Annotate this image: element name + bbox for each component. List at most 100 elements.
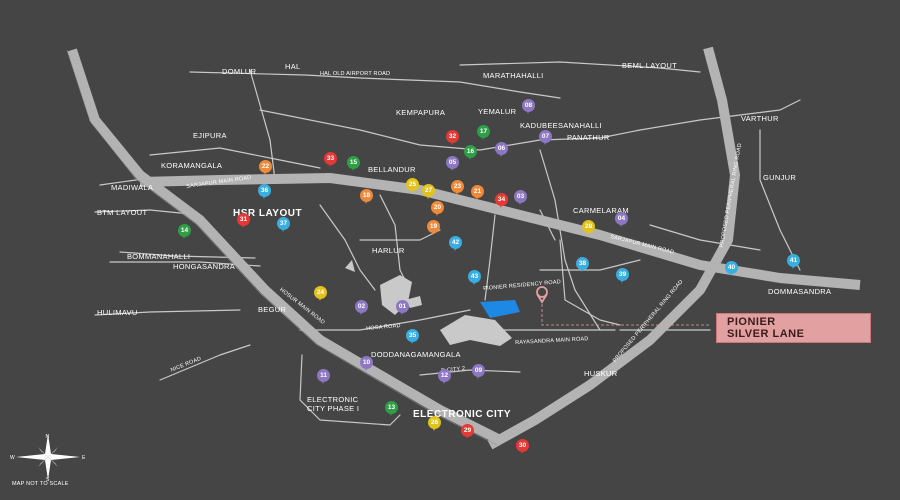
area-label-bommanahalli: BOMMANAHALLI <box>127 252 191 261</box>
map-marker-number: 42 <box>449 236 462 249</box>
map-marker-26[interactable]: 26 <box>428 416 442 434</box>
map-marker-number: 39 <box>616 268 629 281</box>
map-marker-37[interactable]: 37 <box>277 217 291 235</box>
project-leader-line <box>541 304 710 326</box>
map-marker-number: 40 <box>725 261 738 274</box>
map-marker-22[interactable]: 22 <box>259 160 273 178</box>
map-marker-41[interactable]: 41 <box>787 254 801 272</box>
area-label-bellandur: BELLANDUR <box>368 165 416 174</box>
area-label-hulimavu: HULIMAVU <box>97 308 138 317</box>
map-marker-02[interactable]: 02 <box>355 300 369 318</box>
map-marker-number: 33 <box>324 152 337 165</box>
area-label-gunjur: GUNJUR <box>763 173 797 182</box>
map-marker-number: 09 <box>472 364 485 377</box>
map-marker-number: 25 <box>406 178 419 191</box>
map-marker-11[interactable]: 11 <box>317 369 331 387</box>
map-marker-number: 16 <box>464 145 477 158</box>
map-marker-36[interactable]: 36 <box>258 184 272 202</box>
map-marker-06[interactable]: 06 <box>495 142 509 160</box>
map-marker-number: 30 <box>516 439 529 452</box>
map-marker-30[interactable]: 30 <box>516 439 530 457</box>
major-road-edges <box>66 49 498 446</box>
map-marker-number: 13 <box>385 401 398 414</box>
map-marker-10[interactable]: 10 <box>360 356 374 374</box>
map-marker-number: 35 <box>406 329 419 342</box>
map-marker-18[interactable]: 18 <box>360 189 374 207</box>
map-marker-number: 03 <box>514 190 527 203</box>
area-label-marathahalli: MARATHAHALLI <box>483 71 544 80</box>
compass-west: W <box>10 455 15 461</box>
map-marker-05[interactable]: 05 <box>446 156 460 174</box>
map-marker-number: 05 <box>446 156 459 169</box>
map-marker-39[interactable]: 39 <box>616 268 630 286</box>
map-marker-43[interactable]: 43 <box>468 270 482 288</box>
area-label-carmelaram: CARMELARAM <box>573 206 629 215</box>
map-marker-number: 28 <box>582 220 595 233</box>
compass-rose-icon: N E W S <box>8 432 88 487</box>
map-marker-24[interactable]: 24 <box>314 286 328 304</box>
map-marker-08[interactable]: 08 <box>522 99 536 117</box>
map-marker-number: 26 <box>428 416 441 429</box>
map-marker-27[interactable]: 27 <box>422 184 436 202</box>
map-marker-number: 10 <box>360 356 373 369</box>
map-marker-number: 22 <box>259 160 272 173</box>
area-label-begur: BEGUR <box>258 305 287 314</box>
area-label-dommasandra: DOMMASANDRA <box>768 287 832 296</box>
map-marker-19[interactable]: 19 <box>427 220 441 238</box>
area-label-huskur: HUSKUR <box>584 369 618 378</box>
map-marker-number: 02 <box>355 300 368 313</box>
map-marker-07[interactable]: 07 <box>539 130 553 148</box>
map-marker-42[interactable]: 42 <box>449 236 463 254</box>
project-name-line2: SILVER LANE <box>727 328 805 340</box>
map-marker-09[interactable]: 09 <box>472 364 486 382</box>
compass-north: N <box>46 434 50 440</box>
map-marker-35[interactable]: 35 <box>406 329 420 347</box>
map-marker-number: 01 <box>396 300 409 313</box>
map-marker-number: 15 <box>347 156 360 169</box>
map-marker-32[interactable]: 32 <box>446 130 460 148</box>
map-marker-25[interactable]: 25 <box>406 178 420 196</box>
map-marker-number: 20 <box>431 201 444 214</box>
map-marker-23[interactable]: 23 <box>451 180 465 198</box>
map-marker-number: 23 <box>451 180 464 193</box>
map-marker-29[interactable]: 29 <box>461 424 475 442</box>
map-marker-16[interactable]: 16 <box>464 145 478 163</box>
map-marker-04[interactable]: 04 <box>615 212 629 230</box>
map-marker-number: 07 <box>539 130 552 143</box>
area-label-yemalur: YEMALUR <box>478 107 517 116</box>
map-marker-17[interactable]: 17 <box>477 125 491 143</box>
map-marker-03[interactable]: 03 <box>514 190 528 208</box>
map-marker-number: 19 <box>427 220 440 233</box>
map-scale-note: MAP NOT TO SCALE <box>12 481 69 487</box>
map-marker-31[interactable]: 31 <box>237 213 251 231</box>
map-marker-40[interactable]: 40 <box>725 261 739 279</box>
area-label-btm: BTM LAYOUT <box>97 208 148 217</box>
map-marker-number: 11 <box>317 369 330 382</box>
map-marker-01[interactable]: 01 <box>396 300 410 318</box>
map-marker-20[interactable]: 20 <box>431 201 445 219</box>
area-label-harlur: HARLUR <box>372 246 405 255</box>
map-marker-number: 17 <box>477 125 490 138</box>
major-roads <box>67 46 861 450</box>
map-marker-14[interactable]: 14 <box>178 224 192 242</box>
area-label-doddanagamangala: DODDANAGAMANGALA <box>371 350 461 359</box>
map-marker-28[interactable]: 28 <box>582 220 596 238</box>
map-marker-number: 29 <box>461 424 474 437</box>
map-marker-12[interactable]: 12 <box>438 369 452 387</box>
project-site-block <box>480 300 520 318</box>
map-marker-34[interactable]: 34 <box>495 193 509 211</box>
major-area-label-ecity: ELECTRONIC CITY <box>413 409 512 420</box>
area-label-kadubeesanahalli: KADUBEESANAHALLI <box>520 121 602 130</box>
map-marker-13[interactable]: 13 <box>385 401 399 419</box>
map-marker-15[interactable]: 15 <box>347 156 361 174</box>
project-name-callout[interactable]: PIONIER SILVER LANE <box>716 313 871 343</box>
map-marker-33[interactable]: 33 <box>324 152 338 170</box>
map-marker-number: 34 <box>495 193 508 206</box>
project-location-pin <box>536 286 548 304</box>
map-marker-21[interactable]: 21 <box>471 185 485 203</box>
map-marker-38[interactable]: 38 <box>576 257 590 275</box>
road-label-old-airport: HAL OLD AIRPORT ROAD <box>320 71 391 77</box>
major-area-label-hsr: HSR LAYOUT <box>233 208 303 219</box>
area-label-panathur: PANATHUR <box>567 133 610 142</box>
